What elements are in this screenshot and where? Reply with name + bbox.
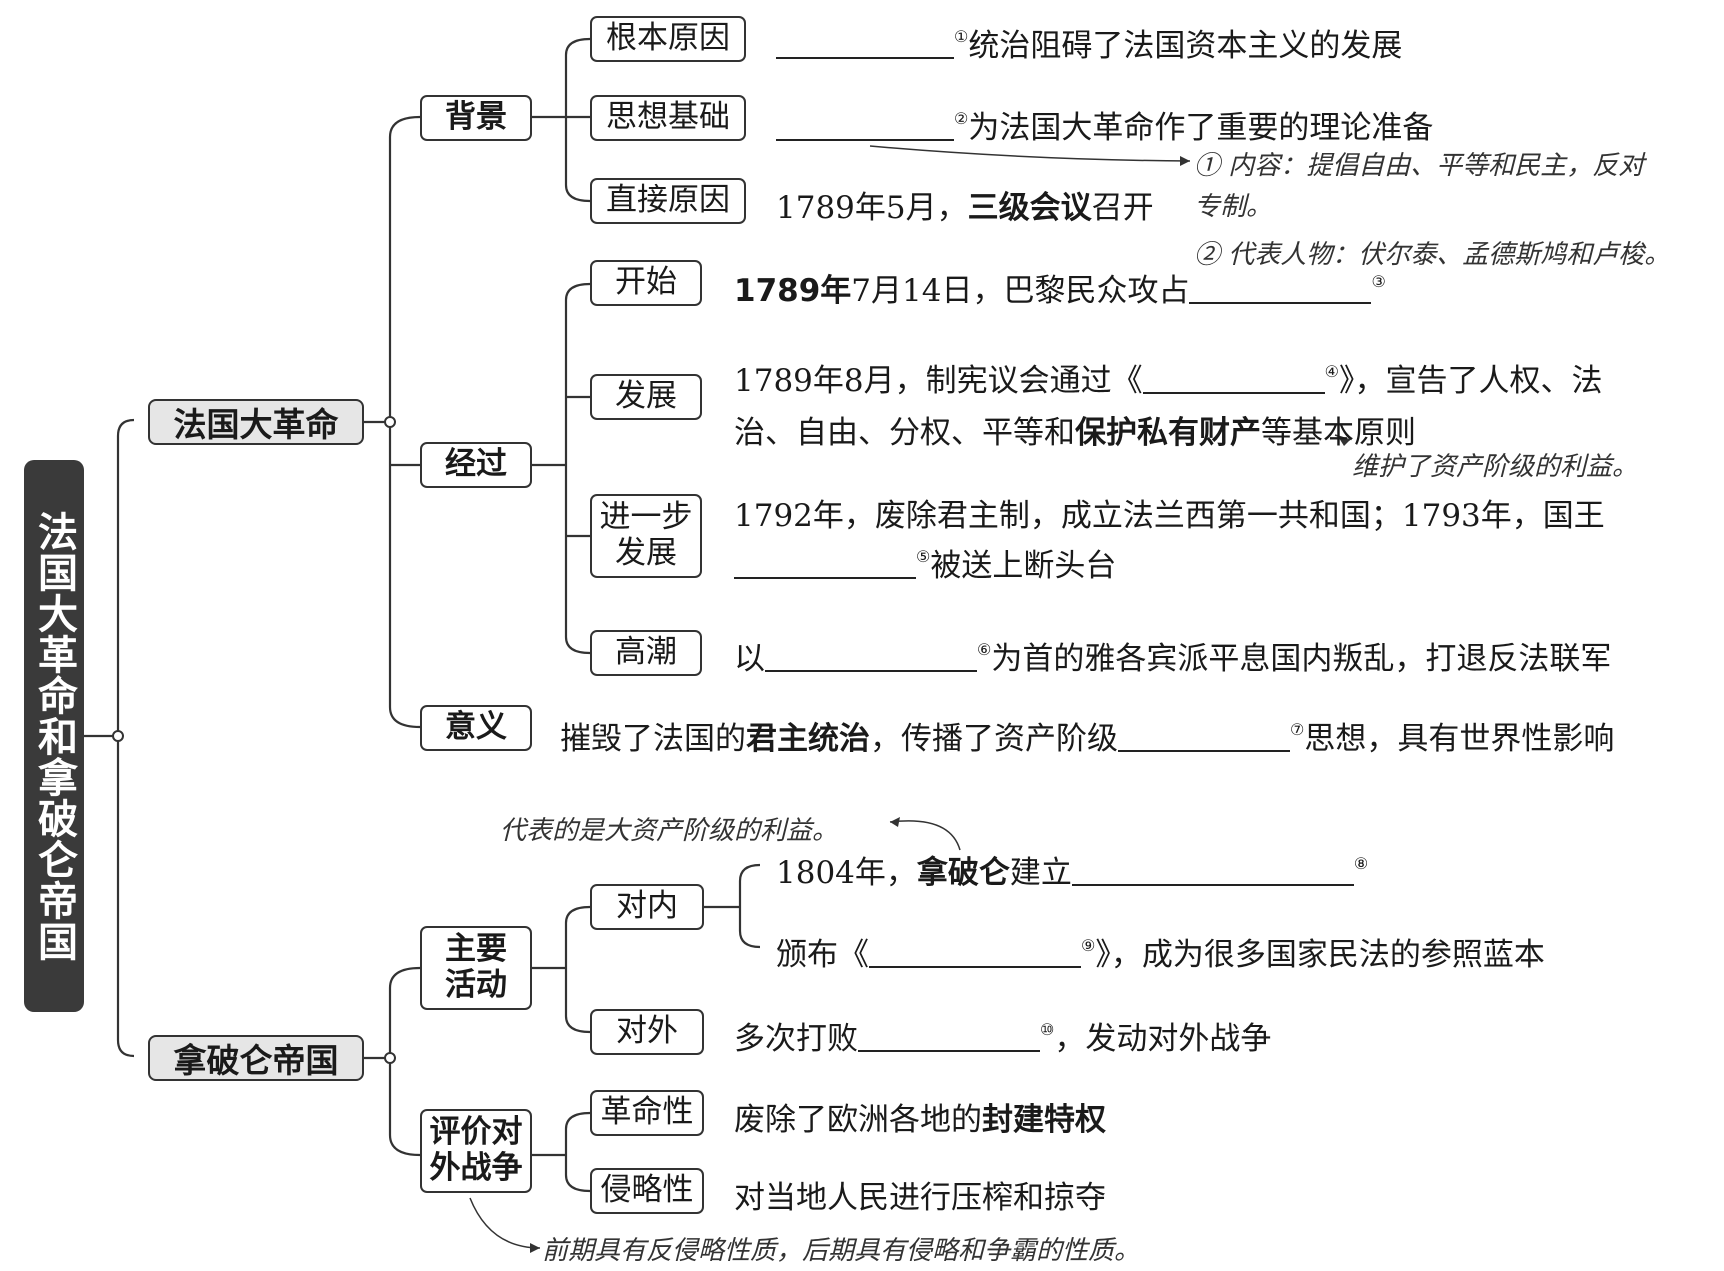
revolutionary-text: 废除了欧洲各地的封建特权 <box>734 1102 1106 1138</box>
node-foreign[interactable]: 对外 <box>590 1009 704 1055</box>
further-label-2: 发展 <box>615 535 677 571</box>
node-revolutionary[interactable]: 革命性 <box>590 1090 704 1136</box>
node-fundamental-cause[interactable]: 根本原因 <box>590 16 746 62</box>
note-ideas-people: ② 代表人物：伏尔泰、孟德斯鸠和卢梭。 <box>1194 240 1671 270</box>
node-aggressive[interactable]: 侵略性 <box>590 1168 704 1214</box>
node-development[interactable]: 发展 <box>590 374 702 420</box>
node-background[interactable]: 背景 <box>420 95 532 141</box>
root-title: 法国大革命和拿破仑帝国 <box>24 460 84 1012</box>
note-ideas-content: ① 内容：提倡自由、平等和民主，反对 <box>1194 151 1645 181</box>
node-domestic[interactable]: 对内 <box>590 884 704 930</box>
evaluation-label-2: 外战争 <box>429 1150 523 1186</box>
node-french-revolution[interactable]: 法国大革命 <box>148 399 364 445</box>
activities-label-2: 活动 <box>445 967 507 1003</box>
note-empire-interest: 代表的是大资产阶级的利益。 <box>500 816 839 846</box>
further-text-line1: 1792年，废除君主制，成立法兰西第一共和国；1793年，国王 <box>734 498 1605 534</box>
node-further-development[interactable]: 进一步 发展 <box>590 494 702 578</box>
activities-label-1: 主要 <box>445 931 507 968</box>
further-text-line2: ⑤被送上断头台 <box>734 540 1116 585</box>
node-ideological-basis[interactable]: 思想基础 <box>590 95 746 141</box>
node-process[interactable]: 经过 <box>420 442 532 488</box>
aggressive-text: 对当地人民进行压榨和掠夺 <box>734 1180 1106 1216</box>
note-war-nature: 前期具有反侵略性质，后期具有侵略和争霸的性质。 <box>542 1236 1141 1266</box>
development-text-line1: 1789年8月，制宪议会通过《④》，宣告了人权、法 <box>734 362 1603 399</box>
evaluation-label-1: 评价对 <box>429 1114 523 1151</box>
development-text-line2: 治、自由、分权、平等和保护私有财产等基本原则 <box>734 415 1416 451</box>
domestic-item-2: 颁布《⑨》，成为很多国家民法的参照蓝本 <box>776 936 1545 973</box>
node-direct-cause[interactable]: 直接原因 <box>590 178 746 224</box>
node-napoleonic-empire[interactable]: 拿破仑帝国 <box>148 1035 364 1081</box>
note-property: 维护了资产阶级的利益。 <box>1352 452 1639 482</box>
ideological-basis-text: ②为法国大革命作了重要的理论准备 <box>776 102 1433 147</box>
node-significance[interactable]: 意义 <box>420 705 532 751</box>
note-ideas-content-cont: 专制。 <box>1194 192 1273 222</box>
further-label-1: 进一步 <box>599 499 693 536</box>
node-climax[interactable]: 高潮 <box>590 630 702 676</box>
direct-cause-text: 1789年5月，三级会议召开 <box>776 190 1154 226</box>
node-war-evaluation[interactable]: 评价对 外战争 <box>420 1109 532 1193</box>
node-start[interactable]: 开始 <box>590 260 702 306</box>
fundamental-cause-text: ①统治阻碍了法国资本主义的发展 <box>776 20 1402 65</box>
node-main-activities[interactable]: 主要 活动 <box>420 926 532 1010</box>
